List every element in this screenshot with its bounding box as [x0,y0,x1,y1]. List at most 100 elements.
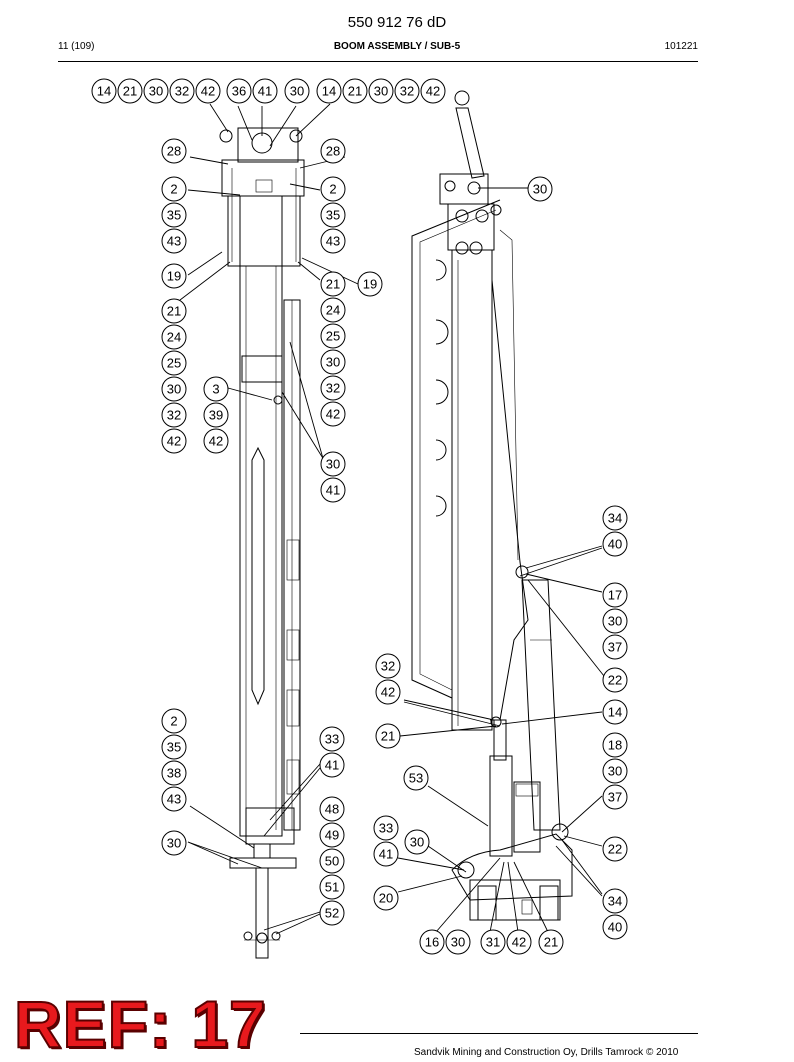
balloon: 14 [316,78,342,104]
svg-text:24: 24 [326,303,340,318]
upper-head [221,159,305,197]
svg-text:30: 30 [533,182,547,197]
leader-lines [179,103,605,935]
balloon: 30 [527,176,553,202]
svg-text:35: 35 [167,208,181,223]
svg-text:2: 2 [170,182,177,197]
centralizer-rod [255,867,269,959]
guide-frame [411,199,501,722]
balloon: 51 [319,874,345,900]
svg-text:30: 30 [374,84,388,99]
balloon: 40 [602,914,628,940]
balloon: 22 [602,667,628,693]
foot-plate [229,857,297,869]
balloon: 2 [320,176,346,202]
svg-text:37: 37 [608,640,622,655]
svg-text:18: 18 [608,738,622,753]
balloon: 42 [203,428,229,454]
svg-text:53: 53 [409,771,423,786]
svg-text:30: 30 [326,355,340,370]
svg-text:41: 41 [326,483,340,498]
balloon: 35 [320,202,346,228]
balloon: 39 [203,402,229,428]
svg-text:32: 32 [175,84,189,99]
svg-text:21: 21 [167,304,181,319]
svg-text:22: 22 [608,673,622,688]
balloon: 21 [320,271,346,297]
svg-text:41: 41 [258,84,272,99]
svg-text:42: 42 [201,84,215,99]
balloon: 32 [169,78,195,104]
section-title: BOOM ASSEMBLY / SUB-5 [333,41,461,52]
balloon: 35 [161,202,187,228]
balloon: 32 [394,78,420,104]
balloon: 41 [320,477,346,503]
balloon: 30 [320,451,346,477]
clamp-block [241,355,283,383]
balloon: 43 [161,228,187,254]
svg-text:36: 36 [232,84,246,99]
balloon: 52 [319,900,345,926]
balloon: 18 [602,732,628,758]
svg-text:30: 30 [326,457,340,472]
svg-text:24: 24 [167,330,181,345]
balloon: 41 [373,841,399,867]
balloon: 49 [319,822,345,848]
svg-text:21: 21 [348,84,362,99]
balloon: 19 [161,263,187,289]
footer-rule [300,1033,698,1034]
svg-text:14: 14 [97,84,111,99]
balloon: 34 [602,888,628,914]
balloon: 37 [602,784,628,810]
svg-text:30: 30 [167,382,181,397]
balloon: 40 [602,531,628,557]
top-bolt-left [219,129,233,143]
svg-text:42: 42 [167,434,181,449]
svg-text:22: 22 [608,842,622,857]
svg-text:17: 17 [608,588,622,603]
top-bracket-side [439,173,489,205]
balloon: 25 [320,323,346,349]
svg-text:33: 33 [379,821,393,836]
right-boom-view [411,90,573,921]
svg-text:52: 52 [325,906,339,921]
balloon: 25 [161,350,187,376]
svg-text:32: 32 [326,381,340,396]
svg-text:14: 14 [322,84,336,99]
balloon: 30 [284,78,310,104]
balloon: 53 [403,765,429,791]
balloon: 42 [161,428,187,454]
svg-text:50: 50 [325,854,339,869]
svg-text:2: 2 [329,182,336,197]
svg-text:40: 40 [608,920,622,935]
svg-text:30: 30 [410,835,424,850]
svg-text:42: 42 [381,685,395,700]
document-number: 550 912 76 dD [347,14,447,31]
svg-text:30: 30 [608,764,622,779]
base-mount [469,879,561,921]
svg-text:2: 2 [170,714,177,729]
balloon: 30 [602,608,628,634]
balloon: 30 [143,78,169,104]
balloon: 33 [319,726,345,752]
svg-text:32: 32 [167,408,181,423]
balloon: 42 [375,679,401,705]
svg-text:25: 25 [167,356,181,371]
balloon: 43 [320,228,346,254]
svg-text:41: 41 [325,758,339,773]
balloon: 14 [91,78,117,104]
balloon: 30 [445,929,471,955]
balloon: 32 [161,402,187,428]
svg-text:43: 43 [167,792,181,807]
svg-text:31: 31 [486,935,500,950]
svg-text:32: 32 [381,659,395,674]
svg-text:28: 28 [167,144,181,159]
svg-text:48: 48 [325,802,339,817]
balloon: 42 [506,929,532,955]
balloon: 31 [480,929,506,955]
balloon: 30 [161,830,187,856]
balloons: 14 21 30 32 42 36 41 30 14 21 30 32 42 2… [91,78,628,955]
svg-text:30: 30 [290,84,304,99]
svg-text:21: 21 [326,277,340,292]
svg-text:32: 32 [400,84,414,99]
